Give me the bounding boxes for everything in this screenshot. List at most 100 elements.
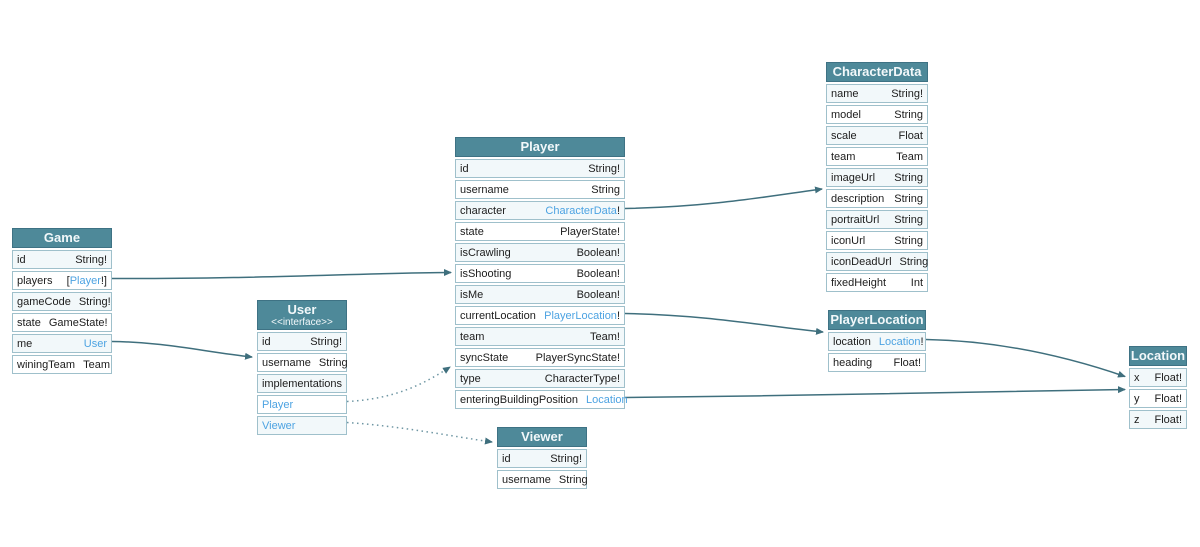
type-link[interactable]: PlayerLocation	[544, 309, 617, 322]
field-type: String!	[891, 88, 923, 100]
edge-user-viewer-to-viewer	[346, 421, 493, 445]
type-text: [	[66, 274, 70, 287]
field-row-user-player[interactable]: Player	[257, 395, 347, 414]
field-type: Float	[899, 130, 923, 142]
edge-game-me-to-user	[111, 340, 253, 360]
field-name: character	[460, 204, 506, 217]
type-text: Team!	[590, 330, 620, 343]
type-text: Boolean!	[576, 288, 620, 301]
field-name: y	[1134, 392, 1140, 405]
field-row-player-character[interactable]: character CharacterData!	[455, 201, 625, 220]
type-text: !	[616, 204, 620, 217]
implementation-type-link[interactable]: Player	[262, 398, 294, 411]
implementation-type-link[interactable]: Viewer	[262, 419, 296, 432]
field-name: iconDeadUrl	[831, 255, 892, 268]
field-type: PlayerSyncState!	[536, 352, 620, 364]
field-name: heading	[833, 356, 873, 369]
table-header-character-data[interactable]: CharacterData	[826, 62, 928, 82]
field-row-game-players[interactable]: players[Player!]	[12, 271, 112, 290]
table-title: User	[287, 301, 317, 317]
type-text: Boolean!	[576, 267, 620, 280]
edge-user-player-to-player	[346, 366, 451, 403]
field-name: winingTeam	[17, 358, 76, 371]
type-link[interactable]: Location	[878, 335, 921, 348]
table-title: Viewer	[521, 429, 563, 444]
edge-player-location-location-to-location	[925, 338, 1126, 378]
table-header-viewer[interactable]: Viewer	[497, 427, 587, 447]
type-link[interactable]: Player	[69, 274, 101, 287]
type-text: PlayerSyncState!	[535, 351, 620, 364]
type-link[interactable]: User	[83, 337, 107, 350]
field-row-player-entering-building-position[interactable]: enteringBuildingPosition Location	[455, 390, 628, 409]
field-name: id	[262, 335, 271, 348]
table-header-user[interactable]: User<<interface>>	[257, 300, 347, 330]
field-row-user-viewer[interactable]: Viewer	[257, 416, 347, 435]
field-type: Float!	[893, 357, 921, 369]
type-text: String!	[550, 452, 582, 465]
field-name: enteringBuildingPosition	[460, 393, 579, 406]
field-name: id	[502, 452, 511, 465]
table-title: Location	[1130, 348, 1186, 363]
field-name: gameCode	[17, 295, 71, 308]
field-row-viewer-id[interactable]: id String!	[497, 449, 587, 468]
type-text: Float!	[1154, 413, 1182, 426]
field-type: Boolean!	[577, 289, 620, 301]
type-text: PlayerState!	[560, 225, 620, 238]
field-type: String	[894, 214, 923, 226]
field-row-player-location-heading[interactable]: heading Float!	[828, 353, 926, 372]
table-header-game[interactable]: Game	[12, 228, 112, 248]
field-name: team	[460, 330, 485, 343]
field-row-user-implementations[interactable]: implementations	[257, 374, 347, 393]
field-row-character-data-name[interactable]: name String!	[826, 84, 928, 103]
field-name: type	[460, 372, 481, 385]
field-name: iconUrl	[831, 234, 866, 247]
type-link[interactable]: Location	[586, 393, 628, 406]
field-name: id	[17, 253, 26, 266]
table-header-player-location[interactable]: PlayerLocation	[828, 310, 926, 330]
field-name: username	[502, 473, 551, 486]
field-name: name	[831, 87, 859, 100]
type-text: !	[616, 309, 620, 322]
table-title: Player	[520, 139, 560, 154]
field-type: Float!	[1154, 372, 1182, 384]
type-text: String	[591, 183, 620, 196]
field-type: PlayerLocation!	[544, 310, 620, 322]
edge-game-players-to-player	[111, 269, 452, 280]
type-link[interactable]: CharacterData	[545, 204, 617, 217]
field-row-player-team[interactable]: team Team!	[455, 327, 625, 346]
table-header-player[interactable]: Player	[455, 137, 625, 157]
table-header-location[interactable]: Location	[1129, 346, 1187, 366]
type-text: String	[894, 171, 923, 184]
